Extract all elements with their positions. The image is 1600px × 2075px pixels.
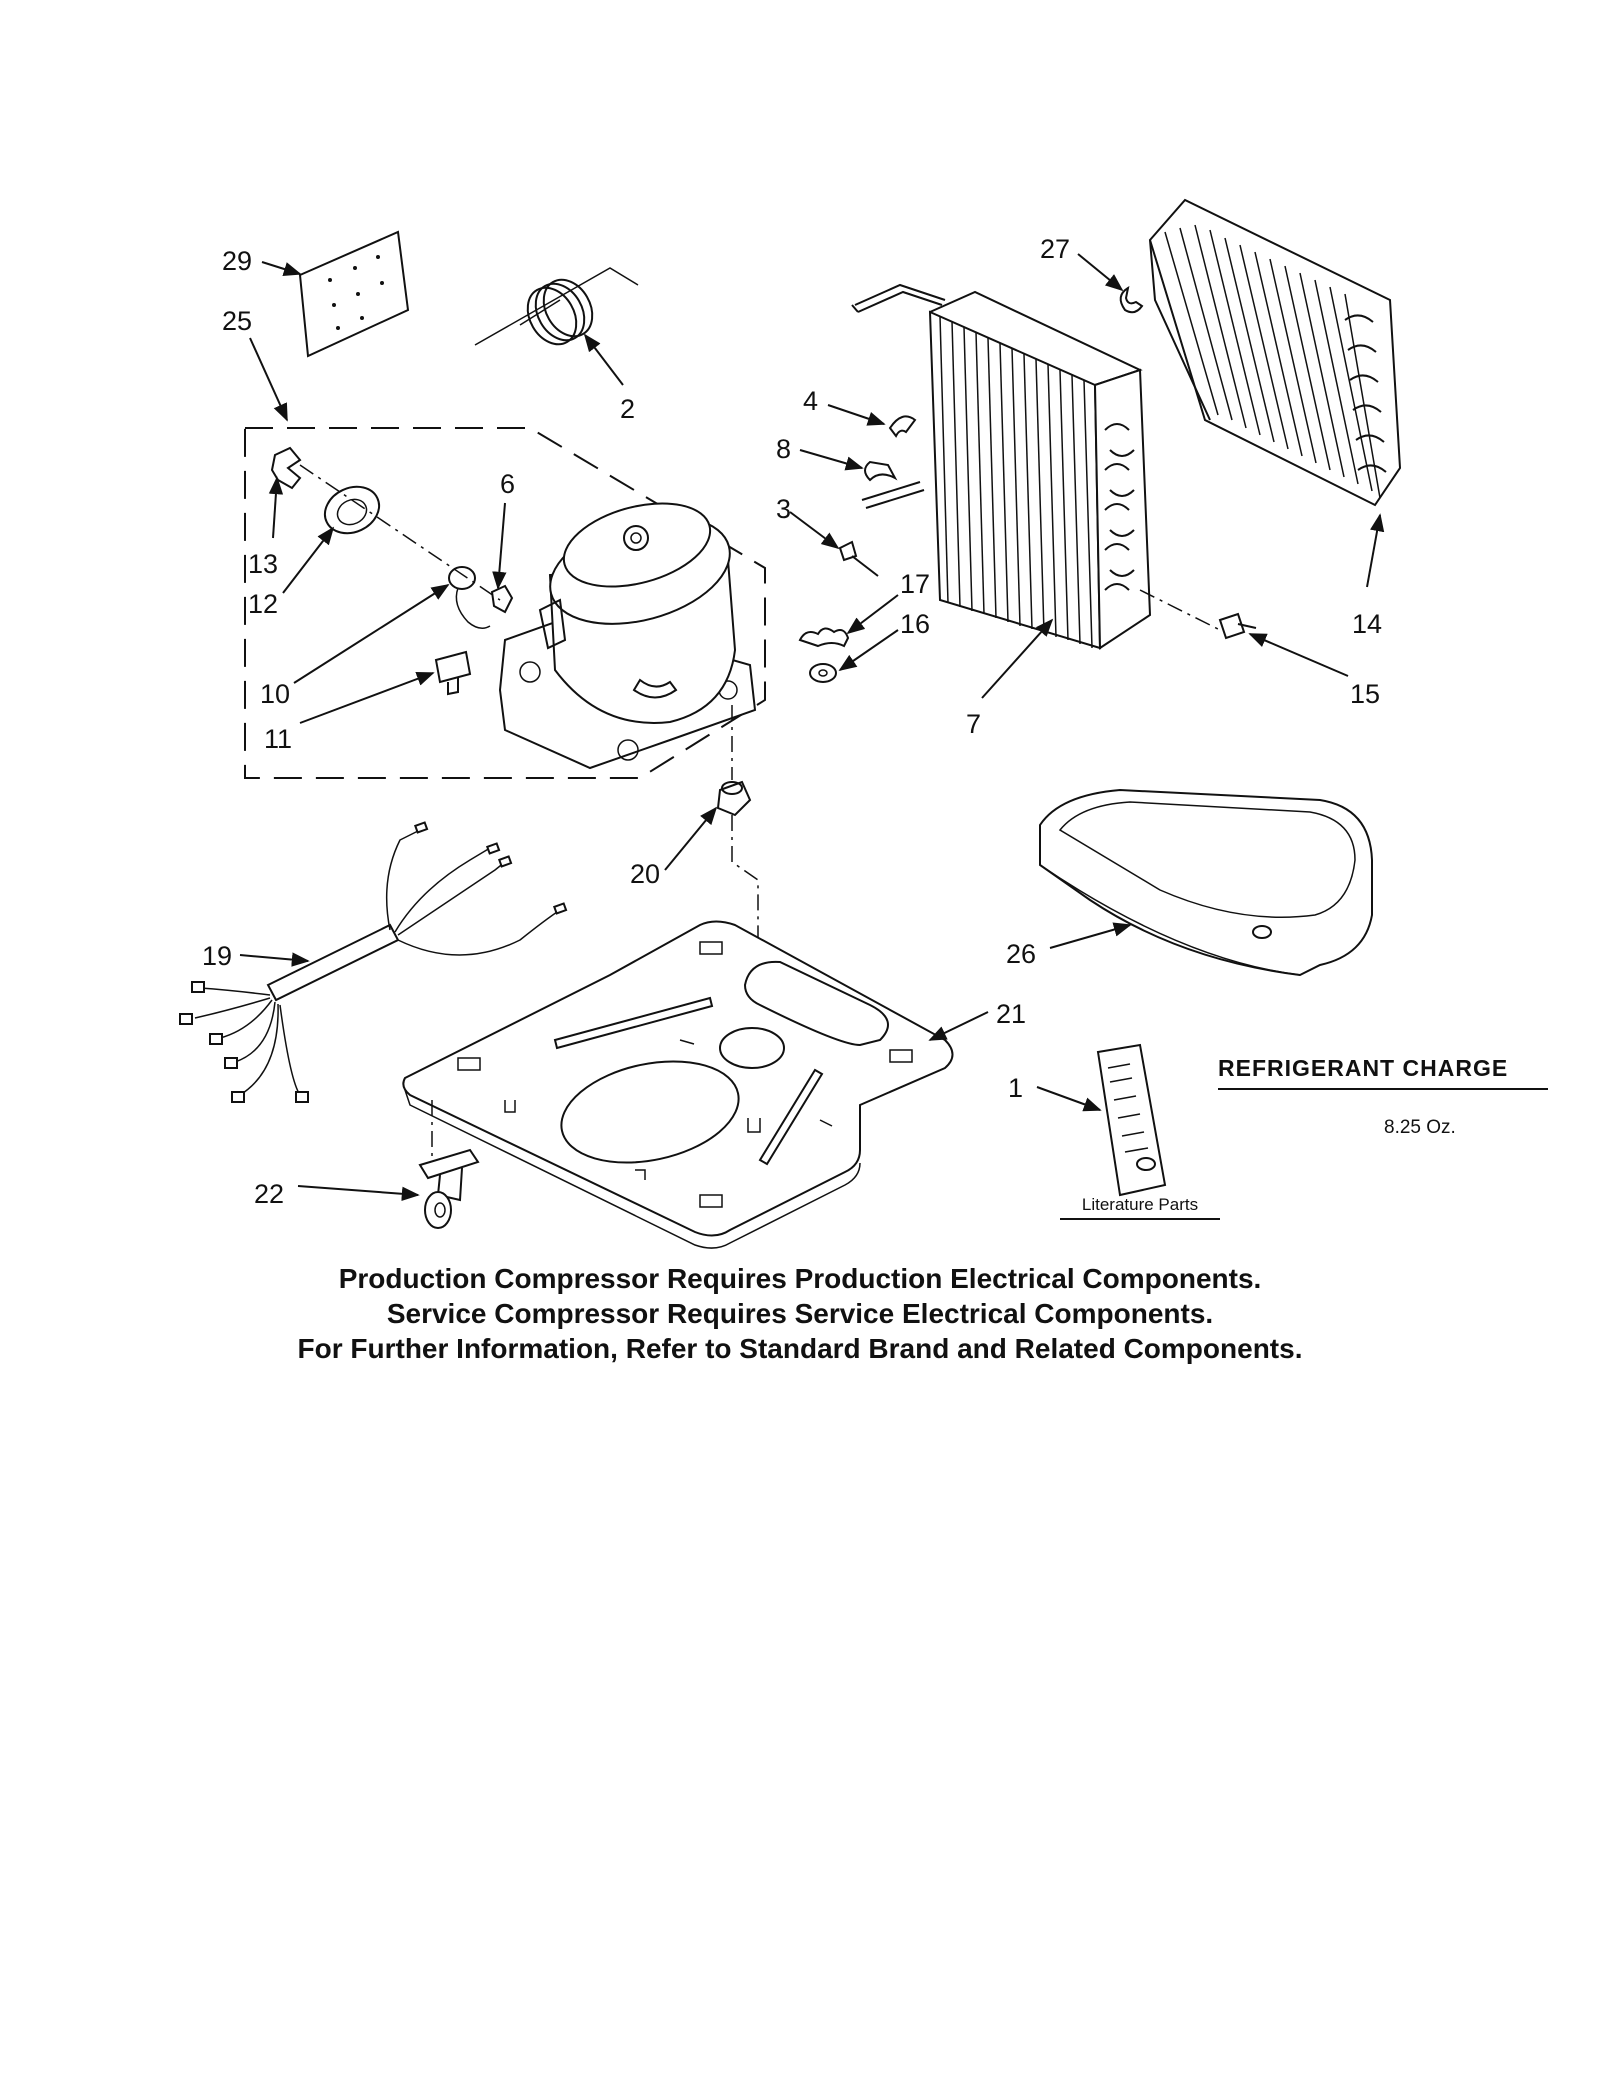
callout-21: 21 xyxy=(996,999,1026,1029)
assembly-centerline xyxy=(299,464,501,601)
literature-parts-label: Literature Parts xyxy=(1060,1195,1220,1220)
part-21-base-plate xyxy=(402,920,954,1249)
part-3-screw xyxy=(838,540,879,577)
leader-lines xyxy=(239,253,1385,1201)
callout-6: 6 xyxy=(500,469,515,499)
part-12-cover xyxy=(323,485,381,535)
compressor xyxy=(498,502,757,770)
part-11-capacitor xyxy=(434,650,472,696)
callout-2: 2 xyxy=(620,394,635,424)
part-6-relay xyxy=(490,584,514,614)
callout-13: 13 xyxy=(248,549,278,579)
callout-19: 19 xyxy=(202,941,232,971)
part-13-clip xyxy=(270,446,302,490)
part-1-literature xyxy=(1096,1043,1167,1197)
note-production: Production Compressor Requires Productio… xyxy=(338,1263,1262,1294)
part-10-overload xyxy=(448,566,491,629)
callout-15: 15 xyxy=(1350,679,1380,709)
callout-4: 4 xyxy=(803,386,818,416)
refrigerant-charge-value: 8.25 Oz. xyxy=(1384,1117,1456,1138)
part-17-clip xyxy=(798,627,850,648)
callout-8: 8 xyxy=(776,434,791,464)
note-service: Service Compressor Requires Service Elec… xyxy=(386,1298,1214,1329)
callout-7: 7 xyxy=(966,709,981,739)
callout-20: 20 xyxy=(630,859,660,889)
part-19-wire-harness xyxy=(179,821,568,1103)
part-15-bolt xyxy=(1139,589,1257,640)
callout-27: 27 xyxy=(1040,234,1070,264)
callout-14: 14 xyxy=(1352,609,1382,639)
part-25-assembly-outline xyxy=(244,427,766,779)
callout-25: 25 xyxy=(222,306,252,336)
part-22-caster xyxy=(418,1100,480,1229)
part-20-grommet xyxy=(716,780,752,817)
callout-10: 10 xyxy=(260,679,290,709)
part-4-clip xyxy=(888,415,917,438)
part-27-clip xyxy=(1119,285,1144,314)
callout-3: 3 xyxy=(776,494,791,524)
callout-26: 26 xyxy=(1006,939,1036,969)
callout-16: 16 xyxy=(900,609,930,639)
callout-12: 12 xyxy=(248,589,278,619)
part-8-clip xyxy=(864,460,898,482)
callout-17: 17 xyxy=(900,569,930,599)
part-29-panel xyxy=(298,230,410,358)
callout-22: 22 xyxy=(254,1179,284,1209)
part-16-washer xyxy=(809,663,837,683)
note-further-info: For Further Information, Refer to Standa… xyxy=(297,1333,1303,1364)
part-2-coil xyxy=(474,267,639,346)
callout-1: 1 xyxy=(1008,1073,1023,1103)
part-14-evaporator xyxy=(1148,198,1402,507)
callout-11: 11 xyxy=(264,724,292,754)
part-7-condenser xyxy=(851,283,1152,650)
part-26-drain-pan xyxy=(1039,788,1373,977)
refrigerant-charge-title: REFRIGERANT CHARGE xyxy=(1218,1055,1548,1090)
callout-29: 29 xyxy=(222,246,252,276)
